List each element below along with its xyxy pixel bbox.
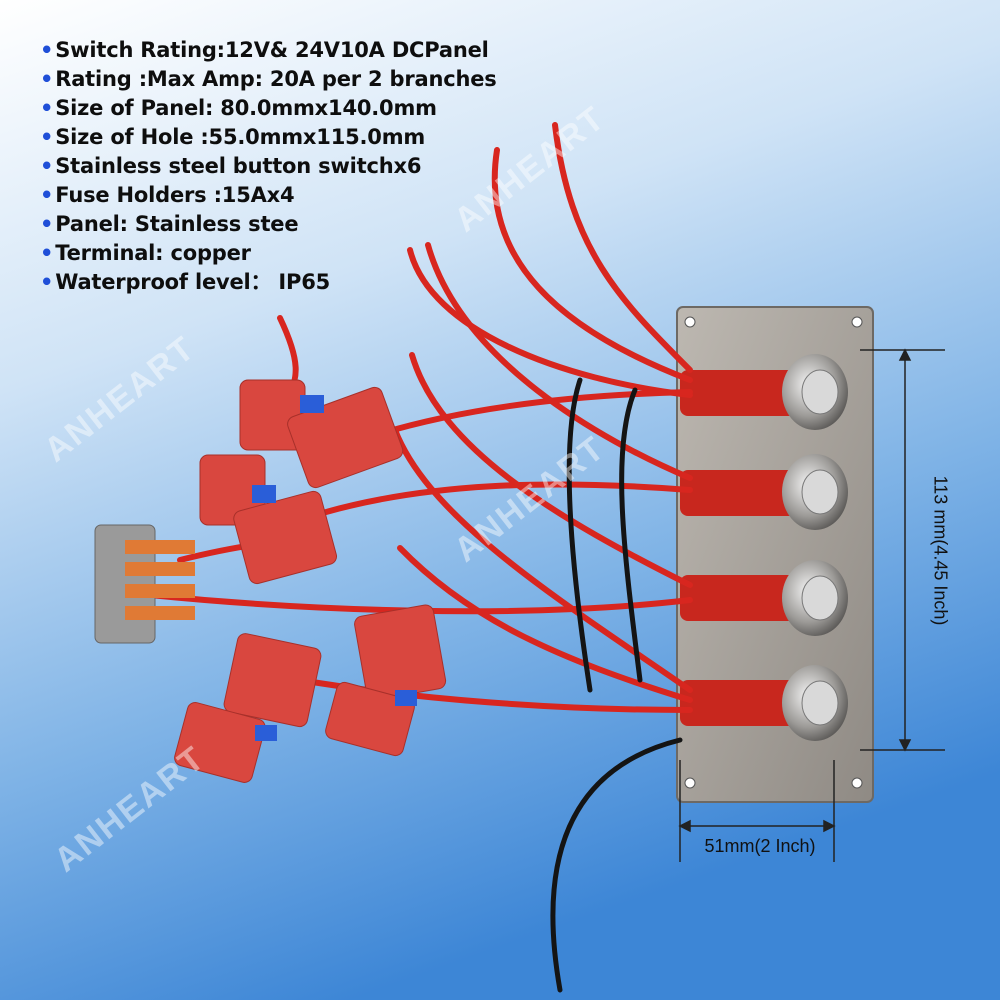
button-switch xyxy=(680,560,848,636)
spec-item: •Switch Rating:12V& 24V10A DCPanel xyxy=(40,38,489,62)
mount-hole xyxy=(851,316,863,328)
fuse-holder xyxy=(325,604,447,757)
spec-item: •Waterproof level： IP65 xyxy=(40,270,331,294)
spec-item: •Size of Hole :55.0mmx115.0mm xyxy=(40,125,426,149)
fuse-holder xyxy=(239,379,404,489)
button-switch xyxy=(680,454,848,530)
spec-item: •Rating :Max Amp: 20A per 2 branches xyxy=(40,67,497,91)
fuse-holder xyxy=(199,454,338,585)
mount-hole xyxy=(851,777,863,789)
width-dimension-label: 51mm(2 Inch) xyxy=(704,836,816,856)
button-switch xyxy=(680,354,848,430)
mount-hole xyxy=(684,316,696,328)
spec-item: •Terminal: copper xyxy=(40,241,251,265)
button-switch xyxy=(680,665,848,741)
spec-item: •Panel: Stainless stee xyxy=(40,212,299,236)
spec-list: •Switch Rating:12V& 24V10A DCPanel •Rati… xyxy=(40,36,497,297)
height-dimension-line xyxy=(860,348,945,752)
wire-connector-block xyxy=(94,524,195,644)
height-dimension-label: 113 mm(4.45 Inch) xyxy=(930,475,951,626)
fuse-holder xyxy=(174,633,322,783)
width-dimension-line xyxy=(678,760,836,862)
spec-item: •Stainless steel button switchx6 xyxy=(40,154,422,178)
spec-item: •Fuse Holders :15Ax4 xyxy=(40,183,295,207)
spec-item: •Size of Panel: 80.0mmx140.0mm xyxy=(40,96,437,120)
mount-hole xyxy=(684,777,696,789)
